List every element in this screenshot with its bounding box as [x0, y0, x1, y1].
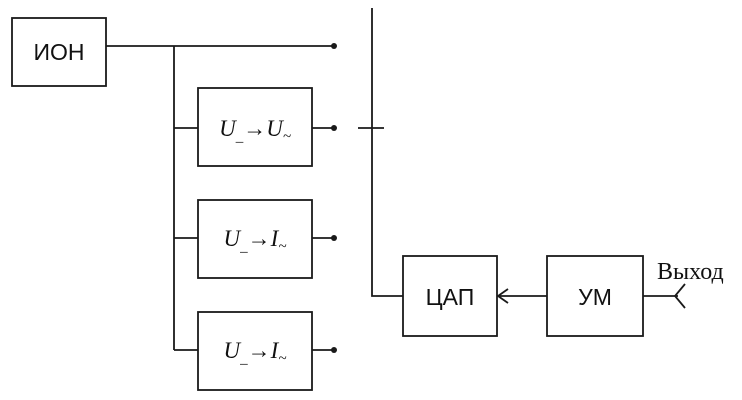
converter-u-to-u-label: U_→U~ [219, 116, 291, 145]
converter-u-to-u-block: U_→U~ [197, 87, 313, 167]
power-amp-label: УМ [578, 284, 612, 310]
ion-label: ИОН [33, 39, 84, 65]
converter-output-wire-3 [312, 347, 337, 353]
converter-output-wire-1 [312, 125, 337, 131]
switch-contact-4 [331, 347, 337, 353]
switch-contact-1 [331, 43, 337, 49]
converter-u-to-i-block-1: U_→I~ [197, 199, 313, 279]
converter-u-to-i-label-1: U_→I~ [224, 226, 287, 255]
switch-contact-2 [331, 125, 337, 131]
power-amp-block: УМ [546, 255, 644, 337]
output-connector-icon [673, 283, 686, 309]
converter-u-to-i-label-2: U_→I~ [224, 338, 287, 367]
switch-control-line [371, 8, 403, 297]
converter-u-to-i-block-2: U_→I~ [197, 311, 313, 391]
dac-block: ЦАП [402, 255, 498, 337]
dac-label: ЦАП [426, 284, 475, 310]
output-label: Выход [657, 259, 724, 285]
converter-output-wire-2 [312, 235, 337, 241]
ion-block: ИОН [11, 17, 107, 87]
ion-output-wire [106, 43, 337, 49]
switch-contact-3 [331, 235, 337, 241]
arrow-head-icon [496, 288, 509, 304]
